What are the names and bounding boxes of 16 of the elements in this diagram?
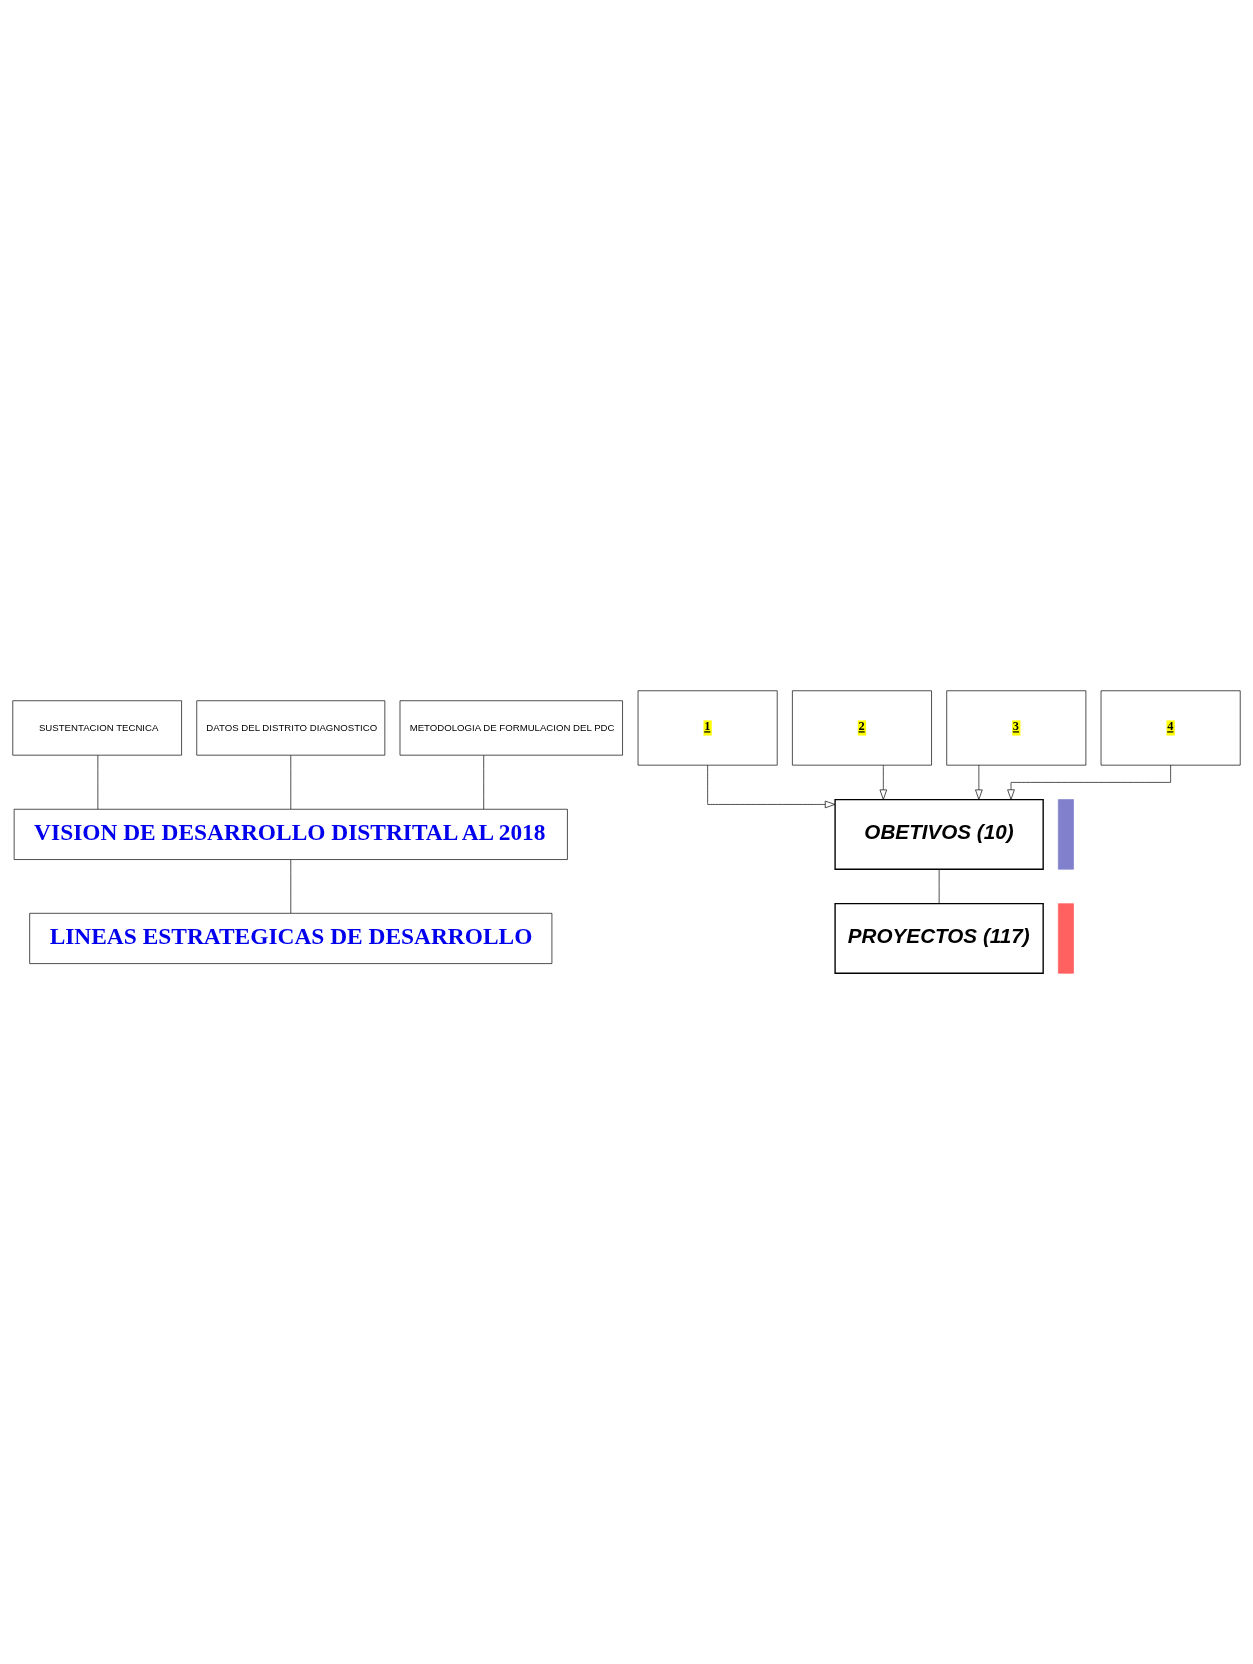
node-box: OBETIVOS (10) — [834, 798, 1044, 870]
node-box: LINEAS ESTRATEGICAS DE DESARROLLO — [29, 912, 553, 964]
connector — [938, 869, 940, 904]
node-box: DATOS DEL DISTRITO DIAGNOSTICO — [196, 700, 386, 756]
node-box: SUSTENTACION TECNICA — [12, 700, 182, 756]
node-box: METODOLOGIA DE FORMULACION DEL PDC — [399, 700, 623, 756]
connector — [290, 859, 292, 914]
node-box: VISION DE DESARROLLO DISTRITAL AL 2018 — [13, 808, 568, 860]
arrow — [707, 764, 836, 809]
node-box: 2 — [792, 690, 932, 766]
node-box: PROYECTOS (117) — [834, 902, 1044, 974]
node-box: 4 — [1100, 690, 1241, 766]
arrow — [879, 764, 888, 800]
node-box: 1 — [637, 690, 778, 766]
node-box: 3 — [946, 690, 1087, 766]
arrow — [975, 764, 983, 800]
